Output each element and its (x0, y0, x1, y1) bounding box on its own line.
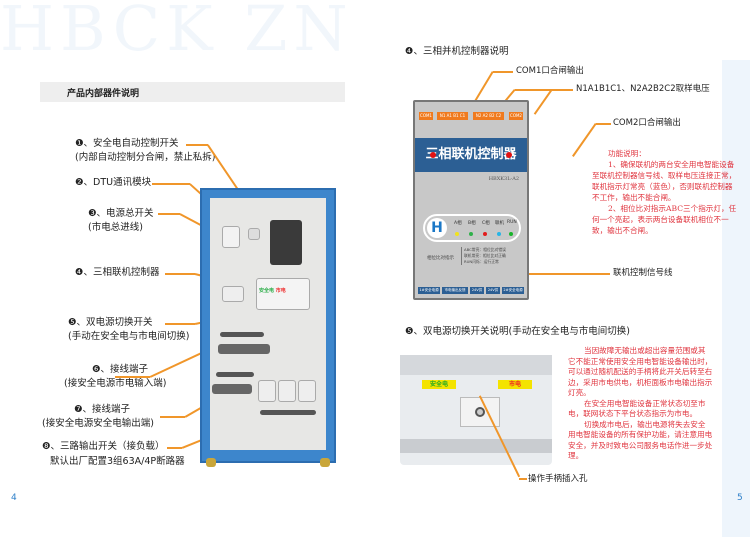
callout-handle-hole: 操作手柄插入孔 (528, 474, 588, 484)
callout-8-title: ❽、三路输出开关（接负载） (42, 441, 165, 452)
indicator-line: ABC常亮：相位比对错误 (464, 247, 506, 252)
indicator-line: 联机常亮：相位比对正确 (464, 253, 506, 258)
terminal-block-output (212, 384, 252, 394)
wheel-icon (320, 458, 330, 467)
led-label: B相 (468, 221, 476, 226)
led-a-icon (455, 232, 459, 236)
com1-marker (430, 152, 436, 158)
led-c-icon (483, 232, 487, 236)
led-panel: H A相 B相 C相 联机 RUN (423, 214, 521, 242)
page-edge-decoration (722, 60, 750, 537)
auto-control-switch (248, 228, 260, 240)
switch-section-title: ❺、双电源切换开关说明(手动在安全电与市电间切换) (405, 326, 630, 337)
terminal-label: 24V供 (470, 287, 484, 294)
led-label: C相 (482, 221, 490, 226)
terminal-label: 2#安全电源 (502, 287, 524, 294)
note-item: 当因故障无输出或超出容量范围或其它不能正常使用安全用电智能设备输出时，可以通过随… (568, 346, 713, 397)
note-item: 2、相位比对指示ABC三个指示灯，任何一个亮起，表示两台设备联机相位不一致，输出… (592, 204, 737, 235)
callout-1-title: ❶、安全电自动控制开关 (75, 138, 179, 149)
callout-sampling-voltage: N1A1B1C1、N2A2B2C2取样电压 (576, 84, 710, 94)
callout-5-title: ❺、双电源切换开关 (68, 317, 153, 328)
mains-label: 市电 (275, 288, 286, 294)
callout-4-title: ❹、三相联机控制器 (75, 267, 160, 278)
breaker-2 (278, 380, 296, 402)
note-heading: 功能说明： (608, 149, 646, 158)
dual-power-switch-image: 安全电 市电 (400, 355, 552, 465)
note-item: 1、确保联机的两台安全用电智能设备至联机控制器信号线、取样电压连接正常，联机指示… (592, 160, 737, 202)
switch-notes: 当因故障无输出或超出容量范围或其它不能正常使用安全用电智能设备输出时，可以通过随… (568, 346, 713, 462)
led-label: RUN (507, 220, 517, 225)
indicator-legend: ABC常亮：相位比对错误 联机常亮：相位比对正确 RUN闪烁：运行正常 (461, 247, 506, 265)
logo-icon: H (427, 218, 447, 238)
wheel-icon (206, 458, 216, 467)
callout-6-title: ❻、接线端子 (92, 364, 149, 375)
led-label: 联机 (495, 221, 504, 226)
callout-2-title: ❷、DTU通讯模块 (75, 177, 152, 188)
callout-3-sub: (市电总进线) (88, 222, 143, 233)
callout-5-sub: (手动在安全电与市电间切换) (68, 331, 190, 342)
callout-7-title: ❼、接线端子 (74, 404, 131, 415)
port-tag: COM1 (419, 112, 433, 120)
led-b-icon (469, 232, 473, 236)
page-number-right: 5 (737, 493, 743, 503)
controller-notes: 功能说明： 1、确保联机的两台安全用电智能设备至联机控制器信号线、取样电压连接正… (592, 148, 740, 236)
port-tag: N2 A2 B2 C2 (473, 112, 504, 120)
breaker-3 (298, 380, 316, 402)
callout-1-sub: (内部自动控制分合闸，禁止私拆) (75, 152, 216, 163)
three-phase-controller (222, 286, 244, 302)
safe-power-label: 安全电 (259, 288, 275, 294)
callout-8-sub: 默认出厂配置3组63A/4P断路器 (50, 456, 185, 467)
indicator-title: 相位比对指示 (427, 256, 454, 261)
model-number: HBXK3L-A2 (488, 176, 519, 182)
note-item: 切换成市电后，输出电源将失去安全用电智能设备的所有保护功能，请注意用电安全，并及… (568, 419, 713, 461)
terminal-label: 市电输出反馈 (442, 287, 468, 294)
terminal-label: 1#安全电源 (418, 287, 440, 294)
page-number-left: 4 (11, 493, 17, 503)
handle-hole-icon[interactable] (475, 407, 485, 417)
led-label: A相 (454, 221, 462, 226)
port-tag: N1 A1 B1 C1 (437, 112, 468, 120)
safe-power-label: 安全电 (422, 380, 456, 389)
cabinet-image: 安全电 市电 (200, 188, 336, 463)
mains-label: 市电 (498, 380, 532, 389)
led-link-icon (497, 232, 501, 236)
controller-section-title: ❹、三相并机控制器说明 (405, 46, 509, 57)
callout-link-signal: 联机控制信号线 (613, 268, 673, 278)
dtu-module (270, 220, 302, 265)
note-item: 在安全用电智能设备正常状态切至市电，联网状态下平台状态指示为市电。 (568, 398, 706, 419)
callout-6-sub: (接安全电源市电输入端) (64, 378, 167, 389)
breaker-1 (258, 380, 276, 402)
dual-power-switch: 安全电 市电 (256, 278, 310, 310)
callout-com1: COM1口合闸输出 (516, 66, 584, 76)
callout-com2: COM2口合闸输出 (613, 118, 681, 128)
callout-3-title: ❸、电源总开关 (88, 208, 154, 219)
led-run-icon (509, 232, 513, 236)
callout-7-sub: (接安全电源安全电输出端) (42, 418, 154, 429)
port-tag: COM2 (509, 112, 523, 120)
three-phase-controller-image: COM1 N1 A1 B1 C1 N2 A2 B2 C2 COM2 三相联机控制… (413, 100, 529, 300)
com2-marker (506, 152, 512, 158)
section-title: 产品内部器件说明 (40, 82, 345, 102)
terminal-label: 24V供 (486, 287, 500, 294)
indicator-line: RUN闪烁：运行正常 (464, 259, 499, 264)
power-main-switch (222, 226, 240, 248)
watermark: HBCK ZN (0, 0, 354, 65)
terminal-block-input (218, 344, 270, 354)
